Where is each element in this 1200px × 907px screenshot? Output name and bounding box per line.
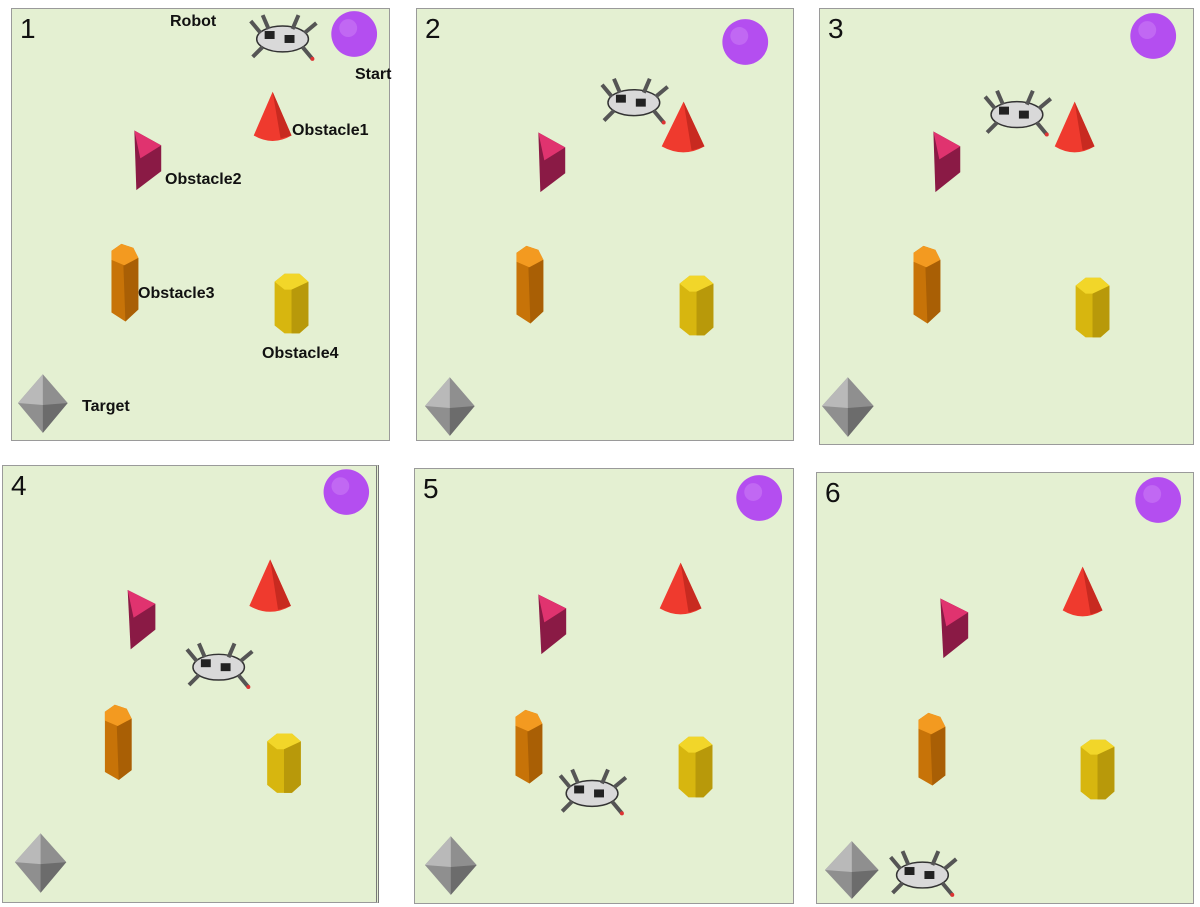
panel-6: 6 — [816, 472, 1194, 904]
start-sphere — [323, 469, 370, 515]
obstacle1-cone — [249, 559, 291, 612]
panel-1-scene — [17, 11, 378, 433]
obstacle3-prism — [516, 245, 544, 324]
obstacle1-cone — [1062, 566, 1103, 617]
panel-5-scene — [424, 475, 783, 895]
panel-3-scene — [821, 13, 1177, 437]
obstacle3-prism — [111, 243, 139, 322]
robot — [983, 89, 1053, 137]
panel-6-scene — [824, 477, 1182, 899]
panel-4: 4 — [2, 465, 379, 903]
robot — [889, 850, 958, 897]
obstacle2-wedge — [127, 590, 156, 650]
start-sphere — [722, 19, 769, 65]
start-sphere — [331, 11, 378, 57]
obstacle2-label: Obstacle2 — [165, 171, 242, 188]
panel-2-scene — [424, 19, 769, 436]
start-label: Start — [355, 66, 392, 83]
obstacle4-cylinder — [679, 275, 714, 336]
obstacle2-wedge — [538, 132, 566, 193]
start-sphere — [1135, 477, 1182, 523]
robot — [249, 14, 318, 61]
obstacle4-cylinder — [678, 736, 713, 798]
robot — [558, 768, 628, 816]
robot — [185, 642, 254, 689]
obstacle3-prism — [918, 712, 946, 786]
panel-number: 1 — [20, 13, 36, 44]
obstacle1-cone — [253, 91, 292, 141]
panel-4-scene — [14, 469, 370, 893]
panel-number: 3 — [828, 13, 844, 44]
robot-label: Robot — [170, 13, 217, 30]
obstacle3-prism — [515, 709, 543, 784]
start-sphere — [1130, 13, 1177, 59]
obstacle2-wedge — [933, 131, 961, 193]
obstacle4-cylinder — [1075, 277, 1110, 338]
obstacle1-cone — [659, 562, 702, 615]
obstacle2-wedge — [134, 130, 162, 191]
panel-number: 5 — [423, 473, 439, 504]
obstacle1-cone — [1054, 101, 1095, 153]
target-octahedron — [821, 377, 874, 437]
obstacle4-cylinder — [274, 273, 309, 334]
obstacle1-cone — [661, 101, 705, 153]
panel-number: 2 — [425, 13, 441, 44]
obstacle4-cylinder — [1080, 739, 1115, 800]
obstacle3-label: Obstacle3 — [138, 285, 215, 302]
panel-3: 3 — [819, 8, 1194, 445]
panel-1: 1 — [11, 8, 392, 441]
target-octahedron — [14, 833, 67, 893]
obstacle2-wedge — [538, 594, 567, 655]
target-octahedron — [424, 377, 475, 436]
target-octahedron — [17, 374, 68, 433]
obstacle3-prism — [104, 704, 132, 780]
target-octahedron — [424, 836, 477, 895]
panel-number: 6 — [825, 477, 841, 508]
obstacle2-wedge — [940, 598, 969, 659]
start-sphere — [736, 475, 783, 521]
target-octahedron — [824, 841, 879, 899]
target-label: Target — [82, 398, 130, 415]
obstacle3-prism — [913, 245, 941, 324]
obstacle4-cylinder — [267, 733, 301, 793]
obstacle1-label: Obstacle1 — [292, 122, 369, 139]
panel-5: 5 — [414, 468, 794, 904]
obstacle4-label: Obstacle4 — [262, 345, 339, 362]
panel-number: 4 — [11, 470, 27, 501]
panel-2: 2 — [416, 8, 794, 441]
robot — [600, 77, 669, 125]
